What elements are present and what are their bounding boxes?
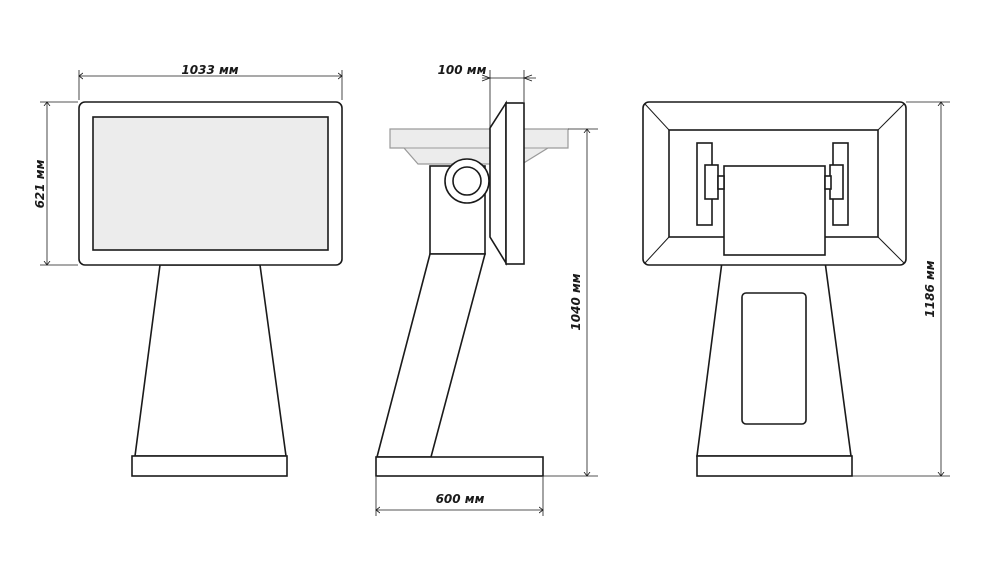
back-bracket-left-pin bbox=[717, 175, 725, 190]
side-hinge-inner bbox=[452, 166, 482, 196]
back-mount-block bbox=[723, 165, 826, 256]
back-view: 1186 мм bbox=[642, 101, 950, 477]
side-base bbox=[375, 456, 544, 477]
back-bracket-right-clamp bbox=[829, 164, 844, 200]
side-base-label: 600 мм bbox=[436, 492, 485, 506]
side-monitor-panel bbox=[505, 102, 525, 265]
back-bevel-tl bbox=[644, 103, 670, 131]
side-depth-arrow-left bbox=[481, 74, 492, 82]
side-ghost-screen bbox=[389, 128, 569, 165]
front-screen bbox=[92, 116, 329, 251]
front-base bbox=[131, 455, 288, 477]
front-view: 1033 мм 621 мм bbox=[33, 63, 343, 477]
back-service-hatch bbox=[741, 292, 807, 425]
side-height-label: 1040 мм bbox=[569, 273, 583, 330]
back-bevel-tr bbox=[877, 103, 905, 131]
back-bracket-left-clamp bbox=[704, 164, 719, 200]
back-bevel-br bbox=[877, 236, 905, 264]
side-depth-label: 100 мм bbox=[438, 63, 487, 77]
side-leg bbox=[375, 253, 487, 458]
back-base bbox=[696, 455, 853, 477]
back-bevel-bl bbox=[644, 236, 670, 264]
side-view: 100 мм 1040 мм 600 мм bbox=[375, 63, 598, 516]
back-height-label: 1186 мм bbox=[923, 260, 937, 317]
side-monitor-back bbox=[489, 100, 507, 266]
back-bracket-right-pin bbox=[824, 175, 832, 190]
side-depth-arrow-right bbox=[522, 74, 533, 82]
front-height-label: 621 мм bbox=[33, 159, 47, 208]
front-stand bbox=[134, 264, 287, 457]
front-width-label: 1033 мм bbox=[181, 63, 238, 77]
